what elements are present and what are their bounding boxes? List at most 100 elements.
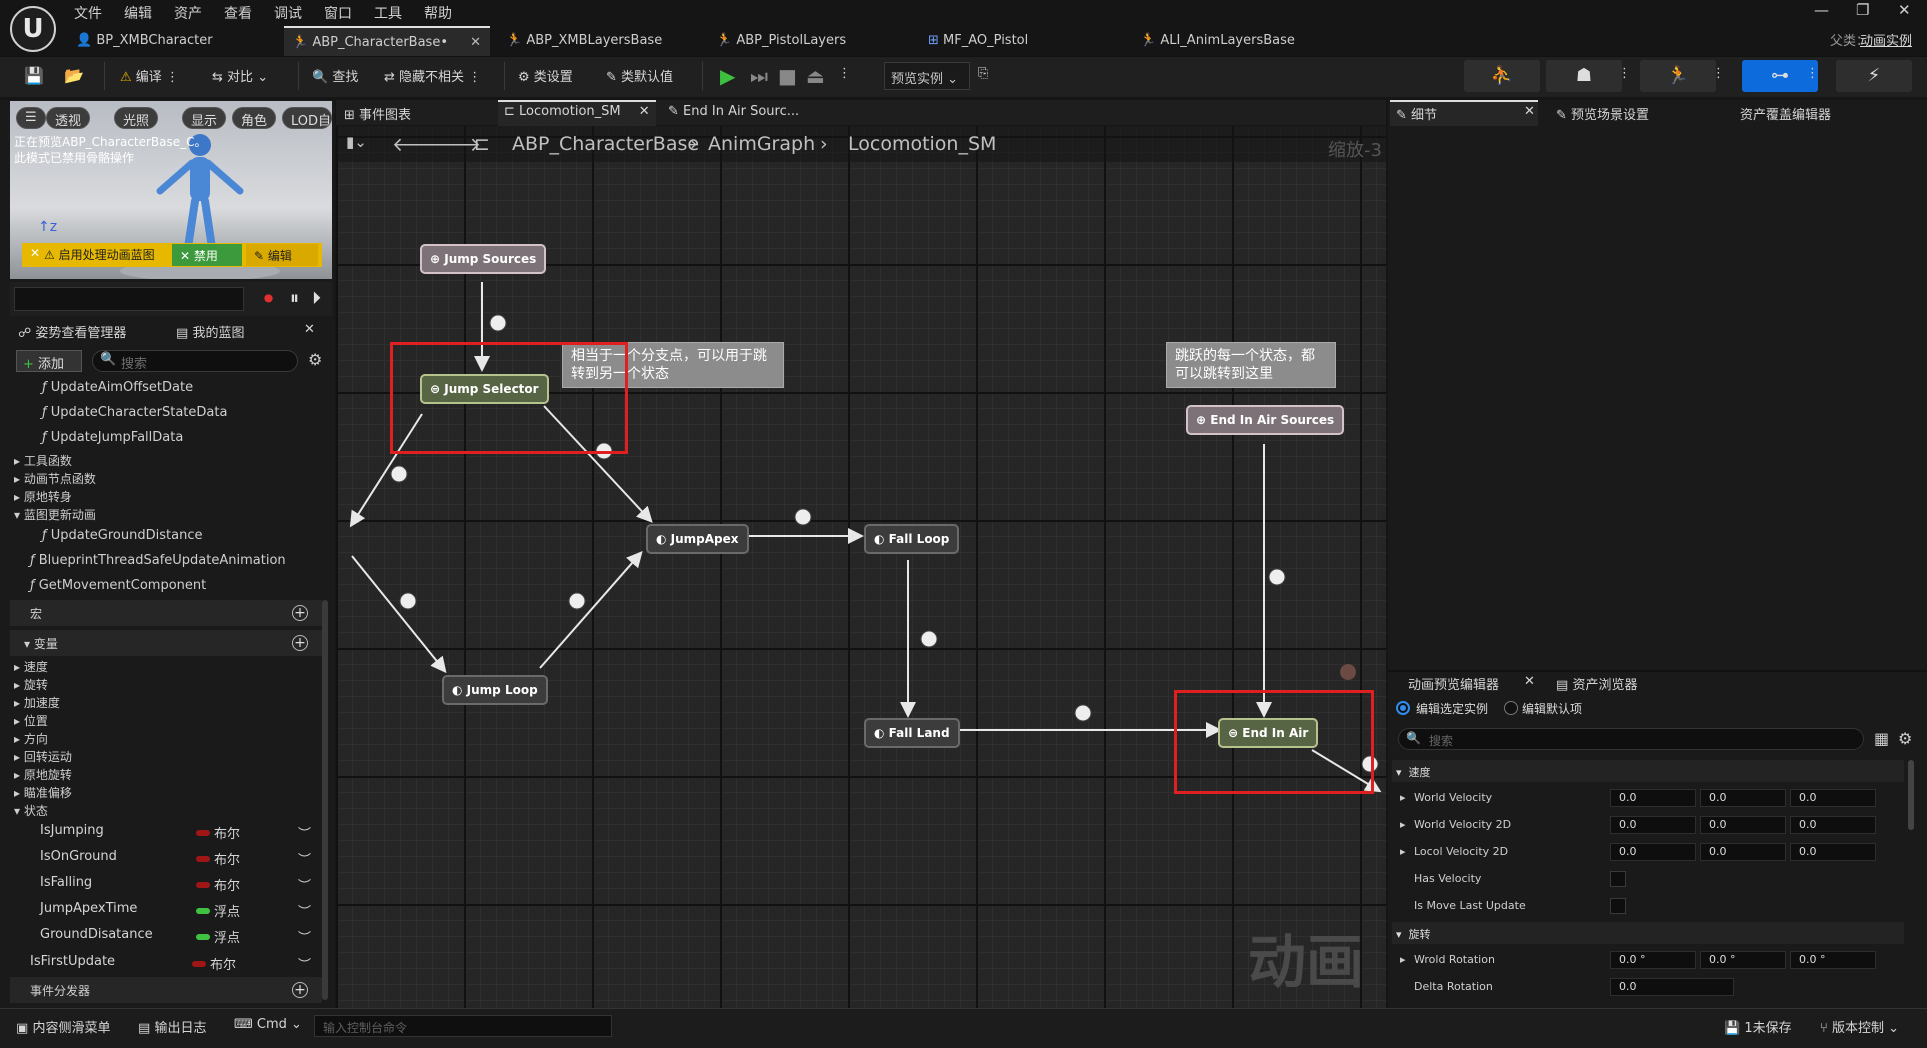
menu-window[interactable]: 窗口 <box>324 6 352 22</box>
var-category[interactable]: ▸ 瞄准偏移 <box>14 786 72 800</box>
node-fall-land[interactable]: ◐ Fall Land <box>864 718 960 748</box>
tab-my-blueprint[interactable]: ▤ 我的蓝图 <box>176 322 244 341</box>
function-item[interactable]: ƒ UpdateAimOffsetDate <box>42 380 193 395</box>
add-variable-icon[interactable]: + <box>292 635 308 651</box>
variable-type[interactable]: 浮点 <box>214 931 241 946</box>
close-tab-icon[interactable]: ✕ <box>304 322 315 337</box>
tab-mf-ao-pistol[interactable]: ⊞ MF_AO_Pistol <box>928 26 1118 56</box>
add-macro-icon[interactable]: + <box>292 605 308 621</box>
breadcrumb-animgraph[interactable]: AnimGraph <box>708 133 816 155</box>
variable-type[interactable]: 布尔 <box>210 958 237 973</box>
has-velocity-checkbox[interactable] <box>1610 871 1626 887</box>
skeleton-mode-button[interactable]: ⛹ <box>1464 60 1540 92</box>
rotation-section-header[interactable]: ▾ 旋转 <box>1392 922 1904 944</box>
node-jump-loop[interactable]: ◐ Jump Loop <box>442 675 548 705</box>
variable-type[interactable]: 布尔 <box>214 853 241 868</box>
node-fall-loop[interactable]: ◐ Fall Loop <box>864 524 960 554</box>
tab-abp-characterbase[interactable]: 🏃 ABP_CharacterBase• ✕ <box>284 26 490 56</box>
menu-asset[interactable]: 资产 <box>174 6 202 22</box>
world-velocity-2d-z[interactable]: 0.0 <box>1790 816 1876 834</box>
browse-icon[interactable]: 📂 <box>64 66 84 85</box>
class-defaults-button[interactable]: ✎ 类默认值 <box>606 66 673 85</box>
pause-icon[interactable]: ⏸ <box>290 288 299 309</box>
close-tab-icon[interactable]: ✕ <box>1524 674 1535 689</box>
show-button[interactable]: 显示 <box>182 107 227 129</box>
comment-end-in-air-note[interactable]: 跳跃的每一个状态，都可以跳转到这里 <box>1166 342 1336 388</box>
compile-button[interactable]: ⚠ 编译 ⋮ <box>120 70 179 85</box>
viewport-menu-button[interactable]: ☰ <box>16 107 46 129</box>
details-scrollbar[interactable] <box>1908 760 1914 830</box>
table-view-icon[interactable]: ▦ <box>1874 729 1890 748</box>
expand-arrow-icon[interactable]: ▸ <box>1400 845 1406 858</box>
close-tab-icon[interactable]: ✕ <box>1524 104 1535 119</box>
delta-rotation-field[interactable]: 0.0 <box>1610 978 1734 996</box>
tab-locomotion-sm[interactable] <box>498 100 656 126</box>
var-category[interactable]: ▾ 状态 <box>14 804 48 818</box>
tab-asset-browser[interactable]: ▤ 资产浏览器 <box>1556 674 1637 693</box>
tab-abp-xmblayersbase[interactable]: 🏃 ABP_XMBLayersBase <box>506 26 706 56</box>
left-scrollbar[interactable] <box>322 600 328 1000</box>
tab-preview-settings[interactable]: ✎ 预览场景设置 <box>1556 104 1649 123</box>
category-item[interactable]: ▾ 蓝图更新动画 <box>14 508 96 522</box>
close-window-icon[interactable]: ✕ <box>1898 1 1911 19</box>
variable-type[interactable]: 浮点 <box>214 905 241 920</box>
node-end-in-air[interactable]: ⊜ End In Air <box>1218 718 1319 748</box>
console-command-input[interactable]: 输入控制台命令 <box>314 1015 612 1037</box>
var-category[interactable]: ▸ 原地旋转 <box>14 768 72 782</box>
tab-details[interactable] <box>1390 100 1538 126</box>
event-dispatchers-section[interactable]: 事件分发器 <box>10 977 322 1003</box>
node-jump-selector[interactable]: ⊜ Jump Selector <box>420 374 549 404</box>
world-velocity-2d-x[interactable]: 0.0 <box>1610 816 1696 834</box>
category-item[interactable]: ▸ 原地转身 <box>14 490 72 504</box>
warning-dismiss-icon[interactable]: ✕ <box>30 246 41 260</box>
local-velocity-2d-z[interactable]: 0.0 <box>1790 843 1876 861</box>
world-velocity-2d-y[interactable]: 0.0 <box>1700 816 1786 834</box>
world-rotation-roll[interactable]: 0.0 ° <box>1610 951 1696 969</box>
speed-section-header[interactable]: ▾ 速度 <box>1392 760 1904 782</box>
tab-ali-animlayersbase[interactable]: 🏃 ALI_AnimLayersBase <box>1140 26 1350 56</box>
var-category[interactable]: ▸ 方向 <box>14 732 48 746</box>
stop-icon[interactable]: ■ <box>778 64 797 88</box>
hide-unrelated-button[interactable]: ⇄ 隐藏不相关 ⋮ <box>384 70 482 85</box>
radio-edit-default[interactable] <box>1504 701 1518 715</box>
settings-gear-icon[interactable]: ⚙ <box>308 350 323 369</box>
function-item[interactable]: ƒ UpdateJumpFallData <box>42 430 183 445</box>
parent-class-link[interactable]: 动画实例 <box>1860 34 1913 49</box>
variable-name[interactable]: IsFalling <box>40 875 93 890</box>
find-button[interactable]: 🔍 查找 <box>312 66 358 85</box>
function-item[interactable]: ƒ UpdateCharacterStateData <box>42 405 227 420</box>
eye-closed-icon[interactable]: ︶ <box>298 879 312 894</box>
menu-view[interactable]: 查看 <box>224 6 252 22</box>
variable-name[interactable]: IsJumping <box>40 823 104 838</box>
menu-debug[interactable]: 调试 <box>274 6 302 22</box>
var-category[interactable]: ▸ 回转运动 <box>14 750 72 764</box>
function-item[interactable]: ƒ BlueprintThreadSafeUpdateAnimation <box>30 553 286 568</box>
var-category[interactable]: ▸ 速度 <box>14 660 48 674</box>
menu-edit[interactable]: 编辑 <box>124 6 152 22</box>
debug-filter-icon[interactable]: ⎘ <box>978 66 989 81</box>
tab-bp-xmbcharacter[interactable]: 👤 BP_XMBCharacter <box>76 26 276 56</box>
record-icon[interactable]: ⏺ <box>264 288 273 309</box>
perspective-button[interactable]: 透视 <box>46 107 91 129</box>
world-velocity-x[interactable]: 0.0 <box>1610 789 1696 807</box>
local-velocity-2d-y[interactable]: 0.0 <box>1700 843 1786 861</box>
node-jump-apex[interactable]: ◐ JumpApex <box>646 524 749 554</box>
comment-branch-note[interactable]: 相当于一个分支点，可以用于跳转到另一个状态 <box>562 342 784 388</box>
add-button[interactable]: + 添加 <box>16 350 82 372</box>
menu-tools[interactable]: 工具 <box>374 6 402 22</box>
output-log-button[interactable]: ▤ 输出日志 <box>138 1017 206 1036</box>
variable-type[interactable]: 布尔 <box>214 879 241 894</box>
tab-asset-override[interactable]: 资产覆盖编辑器 <box>1740 108 1832 123</box>
lit-button[interactable]: 光照 <box>114 107 159 129</box>
menu-help[interactable]: 帮助 <box>424 6 452 22</box>
timeline-scrubber[interactable] <box>14 287 244 311</box>
tab-event-graph[interactable]: ⊞ 事件图表 <box>344 104 411 123</box>
preview-instance-dropdown[interactable]: 预览实例 ⌄ <box>884 62 970 90</box>
character-button[interactable]: 角色 <box>232 107 277 129</box>
function-item[interactable]: ƒ GetMovementComponent <box>30 578 206 593</box>
restore-icon[interactable]: ❐ <box>1856 1 1870 19</box>
blueprint-search-input[interactable]: 搜索 <box>92 350 298 372</box>
bookmark-icon[interactable]: ▮⌄ <box>346 133 367 151</box>
source-control-button[interactable]: ⑂ 版本控制 ⌄ <box>1820 1021 1899 1036</box>
eject-icon[interactable]: ⏏ <box>806 64 825 88</box>
